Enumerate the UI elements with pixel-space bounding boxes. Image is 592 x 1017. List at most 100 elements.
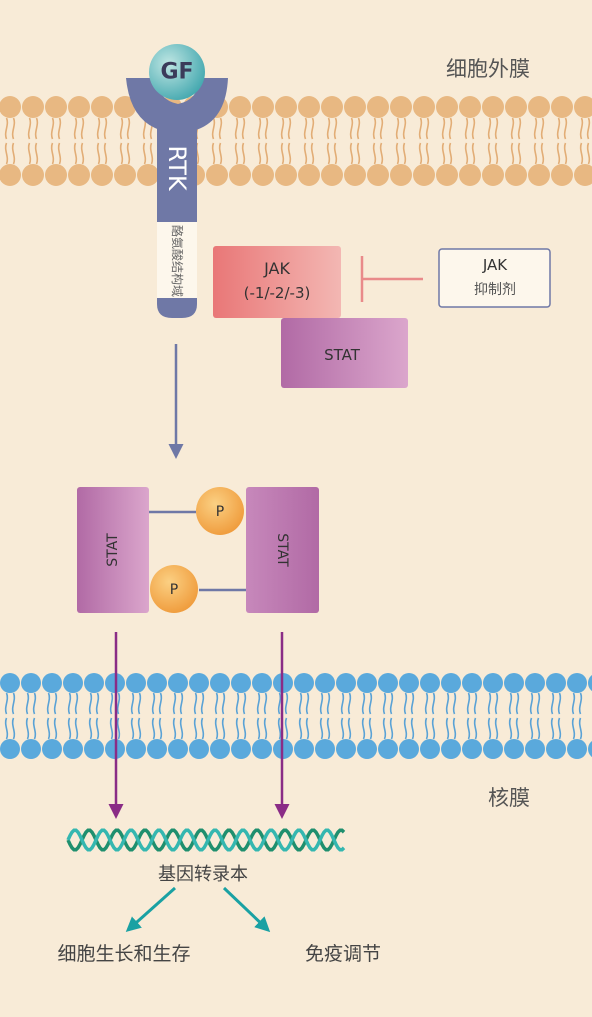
- lipid-tail: [214, 692, 219, 715]
- lipid-head: [0, 164, 21, 186]
- lipid-tail: [556, 142, 561, 165]
- lipid-head: [378, 739, 398, 759]
- lipid-tail: [151, 717, 156, 740]
- lipid-head: [436, 164, 458, 186]
- lipid-tail: [487, 117, 492, 140]
- lipid-tail: [277, 692, 282, 715]
- lipid-tail: [195, 142, 200, 165]
- lipid-head: [574, 96, 592, 118]
- lipid-tail: [347, 692, 352, 715]
- lipid-tail: [57, 142, 62, 165]
- lipid-tail: [4, 692, 9, 715]
- lipid-tail: [395, 117, 400, 140]
- lipid-tail: [50, 117, 55, 140]
- lipid-tail: [34, 117, 39, 140]
- lipid-head: [114, 164, 136, 186]
- lipid-tail: [452, 717, 457, 740]
- lipid-tail: [473, 692, 478, 715]
- lipid-tail: [287, 142, 292, 165]
- lipid-tail: [67, 692, 72, 715]
- lipid-head: [459, 164, 481, 186]
- rtk-label: RTK: [163, 145, 191, 192]
- jak-box: [213, 246, 341, 318]
- lipid-tail: [214, 717, 219, 740]
- lipid-tail: [264, 117, 269, 140]
- lipid-tail: [487, 142, 492, 165]
- lipid-tail: [218, 142, 223, 165]
- lipid-head: [252, 739, 272, 759]
- lipid-tail: [536, 717, 541, 740]
- lipid-tail: [96, 117, 101, 140]
- lipid-tail: [4, 117, 9, 140]
- growth-factor-label: GF: [160, 60, 193, 85]
- lipid-head: [525, 739, 545, 759]
- lipid-tail: [395, 142, 400, 165]
- lipid-tail: [80, 117, 85, 140]
- lipid-head: [336, 739, 356, 759]
- lipid-head: [210, 673, 230, 693]
- lipid-tail: [284, 692, 289, 715]
- lipid-tail: [257, 117, 262, 140]
- lipid-tail: [418, 142, 423, 165]
- lipid-tail: [508, 692, 513, 715]
- lipid-tail: [57, 117, 62, 140]
- lipid-tail: [130, 717, 135, 740]
- lipid-head: [22, 164, 44, 186]
- lipid-tail: [389, 692, 394, 715]
- lipid-head: [420, 739, 440, 759]
- lipid-tail: [172, 717, 177, 740]
- jak-label-line1: JAK: [263, 259, 290, 278]
- jak-label-line2: (-1/-2/-3): [244, 284, 311, 302]
- lipid-head: [482, 164, 504, 186]
- lipid-tail: [96, 142, 101, 165]
- lipid-tail: [536, 692, 541, 715]
- lipid-head: [298, 164, 320, 186]
- lipid-tail: [193, 717, 198, 740]
- lipid-tail: [431, 692, 436, 715]
- lipid-tail: [326, 117, 331, 140]
- dna-strand-a: [66, 828, 346, 852]
- outcome-growth-label: 细胞生长和生存: [57, 943, 190, 965]
- lipid-tail: [517, 117, 522, 140]
- lipid-tail: [361, 692, 366, 715]
- lipid-head: [390, 164, 412, 186]
- lipid-head: [551, 164, 573, 186]
- cell-membrane-label: 细胞外膜: [446, 57, 530, 81]
- lipid-tail: [333, 142, 338, 165]
- lipid-head: [21, 673, 41, 693]
- lipid-head: [336, 673, 356, 693]
- lipid-tail: [263, 692, 268, 715]
- lipid-tail: [32, 717, 37, 740]
- lipid-tail: [126, 117, 131, 140]
- lipid-head: [189, 673, 209, 693]
- lipid-head: [168, 673, 188, 693]
- lipid-head: [483, 673, 503, 693]
- lipid-tail: [200, 717, 205, 740]
- lipid-tail: [403, 692, 408, 715]
- stat-dimer-left-label: STAT: [105, 533, 121, 567]
- lipid-tail: [563, 142, 568, 165]
- lipid-tail: [494, 717, 499, 740]
- lipid-head: [588, 675, 592, 691]
- lipid-tail: [280, 142, 285, 165]
- lipid-head: [229, 96, 251, 118]
- lipid-head: [91, 164, 113, 186]
- lipid-tail: [95, 717, 100, 740]
- lipid-tail: [425, 142, 430, 165]
- lipid-head: [252, 673, 272, 693]
- lipid-tail: [235, 692, 240, 715]
- jak-inhibitor-label-line1: JAK: [482, 256, 508, 274]
- lipid-tail: [179, 717, 184, 740]
- lipid-tail: [464, 142, 469, 165]
- lipid-tail: [27, 142, 32, 165]
- growth-factor: [149, 44, 205, 100]
- lipid-head: [315, 739, 335, 759]
- lipid-head: [482, 96, 504, 118]
- lipid-head: [367, 164, 389, 186]
- lipid-tail: [211, 142, 216, 165]
- lipid-head: [63, 739, 83, 759]
- lipid-tail: [109, 717, 114, 740]
- lipid-head: [275, 164, 297, 186]
- lipid-tail: [303, 117, 308, 140]
